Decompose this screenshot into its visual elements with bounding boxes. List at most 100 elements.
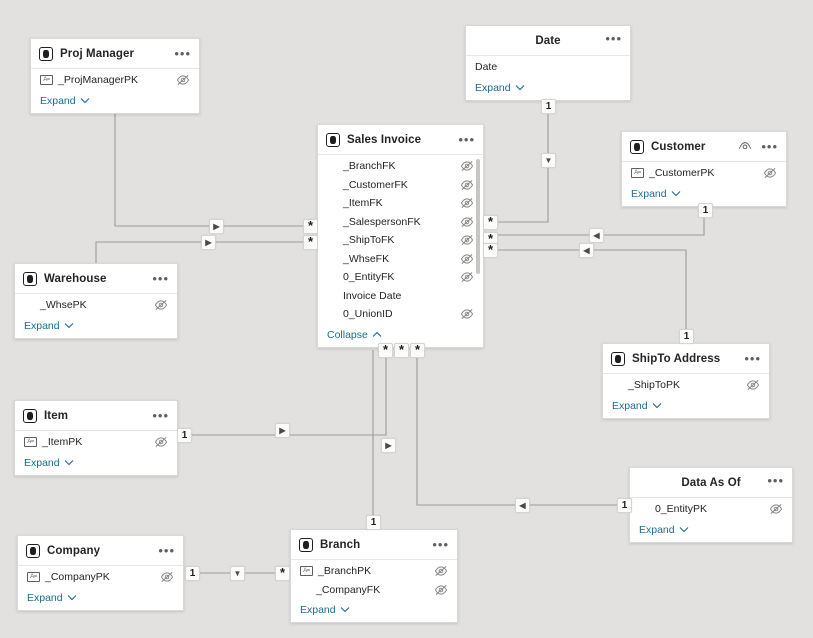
field-row[interactable]: _WhsePK <box>15 296 177 315</box>
more-options-icon[interactable]: ••• <box>152 407 169 423</box>
cardinality-badge-b-si-right-1: * <box>483 215 498 230</box>
table-header-sales-invoice[interactable]: Sales Invoice••• <box>318 125 483 155</box>
table-icon <box>23 408 37 423</box>
chevron-down-icon <box>80 95 90 107</box>
field-row[interactable]: _CustomerFK <box>318 176 483 195</box>
chevron-down-icon <box>64 457 74 469</box>
table-header-warehouse[interactable]: Warehouse••• <box>15 264 177 294</box>
expand-toggle[interactable]: Expand <box>622 184 786 206</box>
table-card-sales-invoice[interactable]: Sales Invoice••• _BranchFK _CustomerFK_Ite… <box>317 124 484 348</box>
field-name: _WhsePK <box>40 299 87 312</box>
hidden-eye-icon[interactable] <box>460 216 474 228</box>
expand-toggle[interactable]: Expand <box>291 600 457 622</box>
hidden-eye-icon[interactable] <box>460 197 474 209</box>
more-options-icon[interactable]: ••• <box>767 473 784 488</box>
table-title: Date <box>535 34 561 47</box>
more-options-icon[interactable]: ••• <box>158 542 175 558</box>
field-row[interactable]: A=_ProjManagerPK <box>31 71 199 90</box>
hidden-eye-icon[interactable] <box>763 167 777 179</box>
table-icon <box>39 46 53 61</box>
field-row[interactable]: _SalespersonFK <box>318 213 483 232</box>
more-options-icon[interactable]: ••• <box>761 138 778 154</box>
table-header-proj-manager[interactable]: Proj Manager••• <box>31 39 199 69</box>
table-header-branch[interactable]: Branch••• <box>291 530 457 560</box>
key-column-icon: A= <box>631 168 644 179</box>
field-row[interactable]: _ShipToPK <box>603 376 769 395</box>
field-name: _BranchFK <box>343 160 396 173</box>
chevron-down-icon <box>64 320 74 332</box>
cardinality-badge-b-si-left-2: * <box>303 235 318 250</box>
table-header-company[interactable]: Company••• <box>18 536 183 566</box>
more-options-icon[interactable]: ••• <box>152 270 169 286</box>
cardinality-badge-b-si-bot-3: * <box>410 343 425 358</box>
field-row[interactable]: _WhseFK <box>318 250 483 269</box>
table-header-date[interactable]: Date ••• <box>466 26 630 56</box>
table-header-data-as-of[interactable]: Data As Of••• <box>630 468 792 498</box>
expand-toggle[interactable]: Expand <box>15 316 177 338</box>
table-card-data-as-of[interactable]: Data As Of••• 0_EntityPK Expand <box>629 467 793 543</box>
more-options-icon[interactable]: ••• <box>744 350 761 366</box>
field-row[interactable]: A=_BranchPK <box>291 562 457 581</box>
table-header-customer[interactable]: Customer••• <box>622 132 786 162</box>
field-row[interactable]: _ShipToFK <box>318 231 483 250</box>
hidden-eye-icon[interactable] <box>746 379 760 391</box>
cross-filter-arrow-a-pm <box>209 219 224 234</box>
cardinality-badge-b-date-1: 1 <box>541 99 556 114</box>
field-row[interactable]: 0_EntityFK <box>318 268 483 287</box>
hidden-eye-icon[interactable] <box>434 584 448 596</box>
hidden-eye-icon[interactable] <box>434 565 448 577</box>
field-row[interactable]: A=_CustomerPK <box>622 164 786 183</box>
hidden-eye-icon[interactable] <box>160 571 174 583</box>
expand-toggle[interactable]: Expand <box>15 453 177 475</box>
field-row[interactable]: A=_CompanyPK <box>18 568 183 587</box>
field-name: Date <box>475 61 498 74</box>
expand-toggle[interactable]: Expand <box>466 78 630 100</box>
expand-toggle[interactable]: Expand <box>18 588 183 610</box>
table-card-warehouse[interactable]: Warehouse••• _WhsePK Expand <box>14 263 178 339</box>
hidden-eye-icon[interactable] <box>460 308 474 320</box>
expand-toggle[interactable]: Expand <box>630 520 792 542</box>
table-header-shipto-address[interactable]: ShipTo Address••• <box>603 344 769 374</box>
field-row[interactable]: _CompanyFK <box>291 581 457 600</box>
field-name: _ShipToFK <box>343 234 395 247</box>
more-options-icon[interactable]: ••• <box>458 131 475 147</box>
field-row[interactable]: _BranchFK <box>318 157 483 176</box>
field-row[interactable]: A=_ItemPK <box>15 433 177 452</box>
hidden-eye-icon[interactable] <box>460 271 474 283</box>
field-row[interactable]: Invoice Date <box>318 287 483 306</box>
hidden-eye-icon[interactable] <box>460 253 474 265</box>
hidden-eye-icon[interactable] <box>769 503 783 515</box>
hidden-eye-icon[interactable] <box>460 160 474 172</box>
field-row[interactable]: Date <box>466 58 630 77</box>
visibility-eye-icon[interactable] <box>738 141 752 152</box>
field-name: 0_EntityPK <box>655 503 707 516</box>
more-options-icon[interactable]: ••• <box>174 45 191 61</box>
cross-filter-arrow-a-daof <box>515 498 530 513</box>
more-options-icon[interactable]: ••• <box>605 31 622 46</box>
field-row[interactable]: _ItemFK <box>318 194 483 213</box>
field-row[interactable]: 0_EntityPK <box>630 500 792 519</box>
hidden-eye-icon[interactable] <box>460 234 474 246</box>
field-row[interactable]: 0_UnionID <box>318 305 483 324</box>
hidden-eye-icon[interactable] <box>460 179 474 191</box>
hidden-eye-icon[interactable] <box>154 436 168 448</box>
expand-toggle[interactable]: Expand <box>31 91 199 113</box>
field-list: _BranchFK _CustomerFK_ItemFK_SalespersonF… <box>318 155 483 325</box>
collapse-toggle[interactable]: Collapse <box>318 325 483 347</box>
field-list-scrollbar[interactable] <box>476 159 480 274</box>
more-options-icon[interactable]: ••• <box>432 536 449 552</box>
expand-toggle[interactable]: Expand <box>603 396 769 418</box>
hidden-eye-icon[interactable] <box>154 299 168 311</box>
field-list: _ShipToPK <box>603 374 769 396</box>
table-header-item[interactable]: Item••• <box>15 401 177 431</box>
cross-filter-arrow-a-cust <box>589 228 604 243</box>
hidden-eye-icon[interactable] <box>176 74 190 86</box>
